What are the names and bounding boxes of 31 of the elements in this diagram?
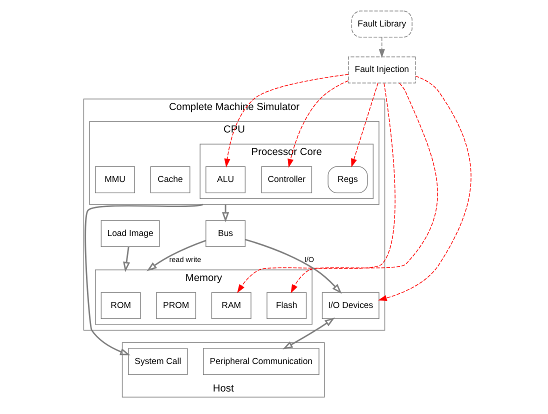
node-box: Load Image [100,220,160,247]
edge-label: I/O [304,254,314,264]
node-box: PROM [156,292,196,319]
arrow [221,204,229,222]
arrow [378,76,471,301]
arrow [146,240,206,272]
node-box: Bus [205,220,246,247]
node-box: Peripheral Communication [202,348,319,375]
node-box: ROM [100,292,140,319]
node-box: System Call [128,348,188,375]
arrow [290,82,438,294]
node-box: Regs [327,166,368,194]
node-box: Flash [266,292,306,319]
arrow [287,80,348,168]
node-box: RAM [210,292,251,319]
node-box: ALU [205,166,246,194]
node-box: Controller [260,166,312,194]
arrow [224,74,348,168]
arrow [244,238,342,294]
node-box: MMU [94,166,134,194]
arrow [84,204,203,356]
arrow [350,82,378,168]
arrow [378,37,384,58]
node-box: Fault Injection [348,56,416,84]
arrow [282,318,334,350]
edge-label: read write [168,254,201,264]
node-box: Cache [150,166,190,194]
node-box: Fault Library [350,10,412,38]
node-box: I/O Devices [321,292,379,319]
arrow [122,246,130,272]
arrow [236,82,395,294]
